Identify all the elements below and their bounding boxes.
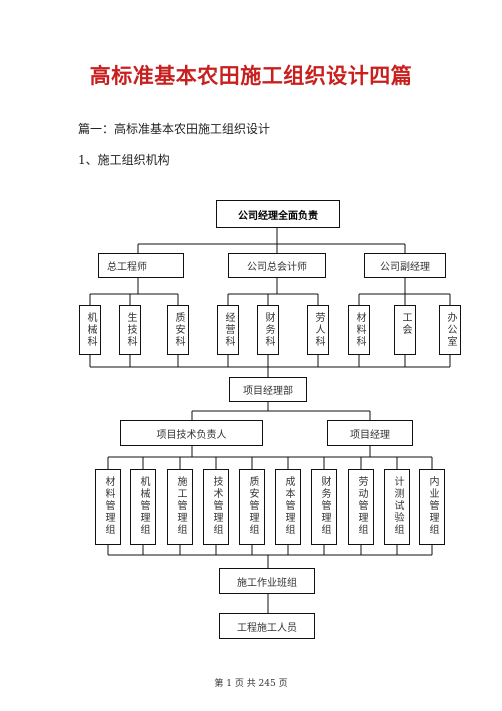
org-chief-accountant: 公司总会计师 — [228, 253, 326, 278]
tech-lead-box: 项目技术负责人 — [120, 420, 263, 446]
group-box: 计测试验组 — [384, 469, 410, 545]
workers-box: 工程施工人员 — [219, 613, 315, 639]
group-box: 财务管理组 — [311, 469, 337, 545]
project-manager-box: 项目经理 — [327, 420, 413, 446]
section-heading: 1、施工组织机构 — [78, 153, 170, 167]
dept-box: 办公室 — [439, 305, 461, 355]
group-box: 施工管理组 — [167, 469, 193, 545]
subtitle: 篇一：高标准基本农田施工组织设计 — [78, 122, 271, 136]
project-dept-box: 项目经理部 — [229, 377, 307, 402]
group-box: 质安管理组 — [239, 469, 265, 545]
dept-box: 材料科 — [348, 305, 370, 355]
dept-box: 工会 — [394, 305, 416, 355]
page-footer: 第 1 页 共 245 页 — [214, 679, 288, 689]
group-box: 成本管理组 — [275, 469, 301, 545]
work-team-box: 施工作业班组 — [219, 568, 315, 594]
dept-box: 机械科 — [79, 305, 101, 355]
dept-box: 经营科 — [217, 305, 239, 355]
doc-title: 高标准基本农田施工组织设计四篇 — [89, 64, 413, 88]
dept-box: 财务科 — [257, 305, 279, 355]
group-box: 劳动管理组 — [348, 469, 374, 545]
dept-box: 劳人科 — [307, 305, 329, 355]
dept-box: 生技科 — [119, 305, 141, 355]
dept-box: 质安科 — [167, 305, 189, 355]
group-box: 内业管理组 — [419, 469, 445, 545]
group-box: 材料管理组 — [95, 469, 121, 545]
group-box: 技术管理组 — [203, 469, 229, 545]
org-deputy-manager: 公司副经理 — [364, 253, 446, 278]
group-box: 机械管理组 — [130, 469, 156, 545]
org-chief-engineer: 总工程师 — [98, 253, 184, 278]
org-top-box: 公司经理全面负责 — [216, 200, 340, 228]
